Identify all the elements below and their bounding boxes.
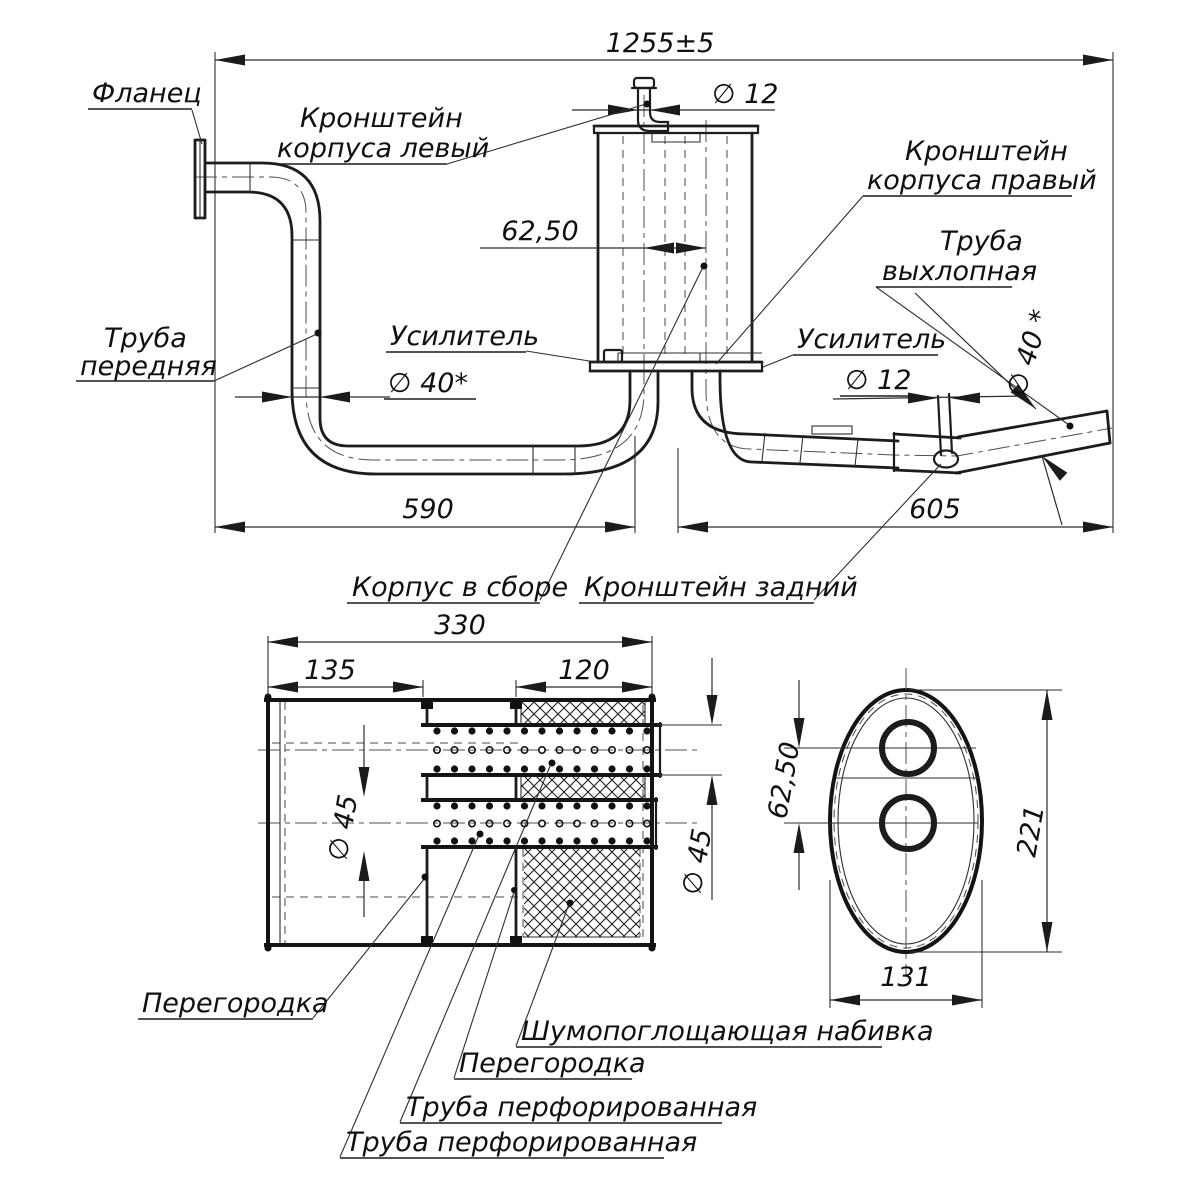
- dim-d12-right: ∅ 12: [845, 365, 911, 396]
- left-body-bracket-part: [630, 76, 670, 133]
- label-partition-left: Перегородка: [142, 988, 329, 1019]
- label-partition-mid: Перегородка: [459, 1048, 646, 1079]
- dim-oval-131: 131: [880, 962, 932, 993]
- dim-len-590: 590: [402, 494, 454, 525]
- label-bracket-rear: Кронштейн задний: [584, 572, 858, 603]
- end-view: 62,50 221 131: [762, 668, 1062, 1008]
- label-perforated-pipe-1: Труба перфорированная: [406, 1092, 757, 1123]
- dim-chamber-120: 120: [558, 655, 610, 686]
- dim-chamber-135: 135: [304, 655, 356, 686]
- label-flange: Фланец: [92, 78, 202, 109]
- label-body-assembly: Корпус в сборе: [352, 572, 568, 603]
- perforated-pipe-parts: [421, 721, 662, 851]
- dim-overall-length: 1255±5: [606, 28, 715, 59]
- inlet-hole: [879, 719, 937, 777]
- dim-d45-left: ∅ 45: [322, 792, 364, 863]
- label-bracket-right-1: Кронштейн: [905, 136, 1068, 167]
- dim-d40-exhaust: ∅ 40 *: [1001, 306, 1057, 400]
- dim-offset-62-50: 62,50: [501, 216, 578, 247]
- label-bracket-left-1: Кронштейн: [300, 103, 463, 134]
- partition-parts: [421, 698, 522, 945]
- main-view: 1255±5 Фланец Кронштейн корпуса левый ∅ …: [76, 28, 1114, 604]
- flange-part: [193, 138, 207, 220]
- label-sound-padding: Шумопоглощающая набивка: [521, 1016, 934, 1047]
- dim-oval-62-50: 62,50: [762, 740, 806, 822]
- label-bracket-right-2: корпуса правый: [867, 165, 1097, 196]
- muffler-shell-part: [264, 693, 656, 952]
- label-perforated-pipe-2: Труба перфорированная: [346, 1127, 697, 1158]
- label-reinforcement-left: Усилитель: [390, 321, 539, 352]
- reinforcement-part: [588, 348, 764, 373]
- label-pipe-exhaust-1: Труба: [940, 226, 1023, 257]
- sound-padding-part: [520, 702, 646, 938]
- label-pipe-front-2: передняя: [80, 351, 217, 382]
- dim-body-330: 330: [434, 610, 486, 641]
- label-pipe-exhaust-2: выхлопная: [882, 256, 1037, 287]
- label-bracket-left-2: корпуса левый: [277, 133, 489, 164]
- muffler-body-part: [588, 76, 764, 373]
- exhaust-pipe-part: [690, 369, 1112, 475]
- dim-d40-front: ∅ 40*: [388, 368, 468, 399]
- dim-d12-top: ∅ 12: [712, 79, 778, 110]
- label-pipe-front-1: Труба: [104, 323, 187, 354]
- dim-len-605: 605: [909, 494, 961, 525]
- dim-oval-221: 221: [1011, 803, 1050, 859]
- section-view: 330 135 120 ∅ 45 ∅ 45 Перегородка Шумопо…: [138, 610, 934, 1159]
- front-pipe-part: [203, 161, 660, 476]
- outlet-hole: [879, 794, 937, 852]
- label-reinforcement-right: Усилитель: [797, 324, 946, 355]
- rear-bracket-part: [932, 392, 960, 469]
